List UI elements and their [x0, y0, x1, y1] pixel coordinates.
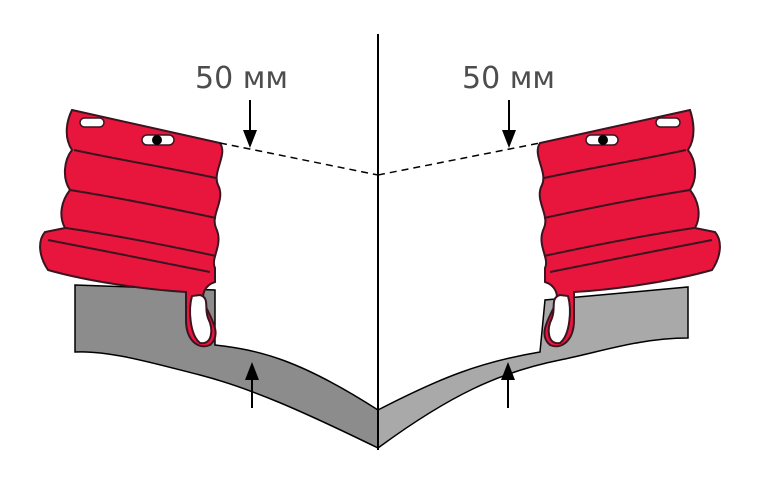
right-dashed-guide [377, 142, 541, 176]
left-gap-label: 50 мм [195, 61, 288, 96]
arrow-up-icon [501, 362, 515, 408]
arrow-up-icon [245, 362, 259, 408]
arrow-down-icon [502, 100, 516, 148]
right-siding-panel [536, 108, 721, 348]
right-gap-label: 50 мм [462, 61, 555, 96]
right-base-strip [377, 286, 689, 450]
left-dashed-guide [219, 142, 379, 176]
left-siding-panel [39, 108, 224, 348]
left-base-strip [74, 284, 379, 450]
arrow-down-icon [243, 100, 257, 148]
